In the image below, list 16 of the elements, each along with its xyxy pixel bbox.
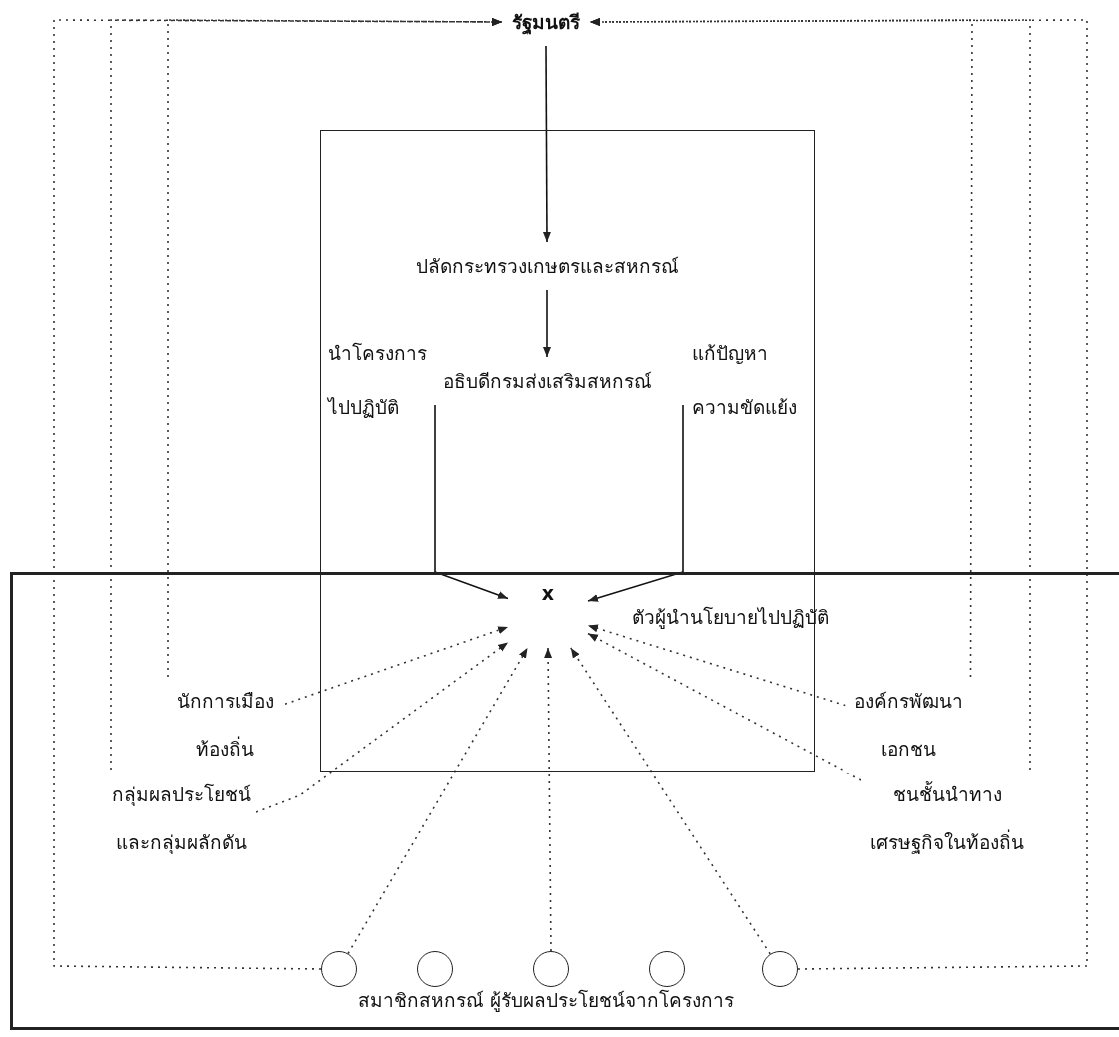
arrow [587, 632, 862, 781]
arrow [543, 289, 551, 358]
arrow [587, 404, 684, 602]
arrow [53, 17, 503, 970]
arrow [347, 647, 529, 955]
arrow [589, 17, 973, 678]
frame-box [10, 572, 1119, 1030]
arrow [587, 624, 847, 707]
arrow [167, 17, 503, 678]
arrow [544, 647, 553, 952]
caption: สมาชิกสหกรณ์ ผู้รับผลประโยชน์จากโครงการ [358, 988, 734, 1014]
arrow [434, 404, 509, 600]
arrow [542, 45, 551, 243]
x-mark: x [541, 582, 555, 604]
arrow [570, 647, 771, 955]
arrow [284, 626, 509, 705]
